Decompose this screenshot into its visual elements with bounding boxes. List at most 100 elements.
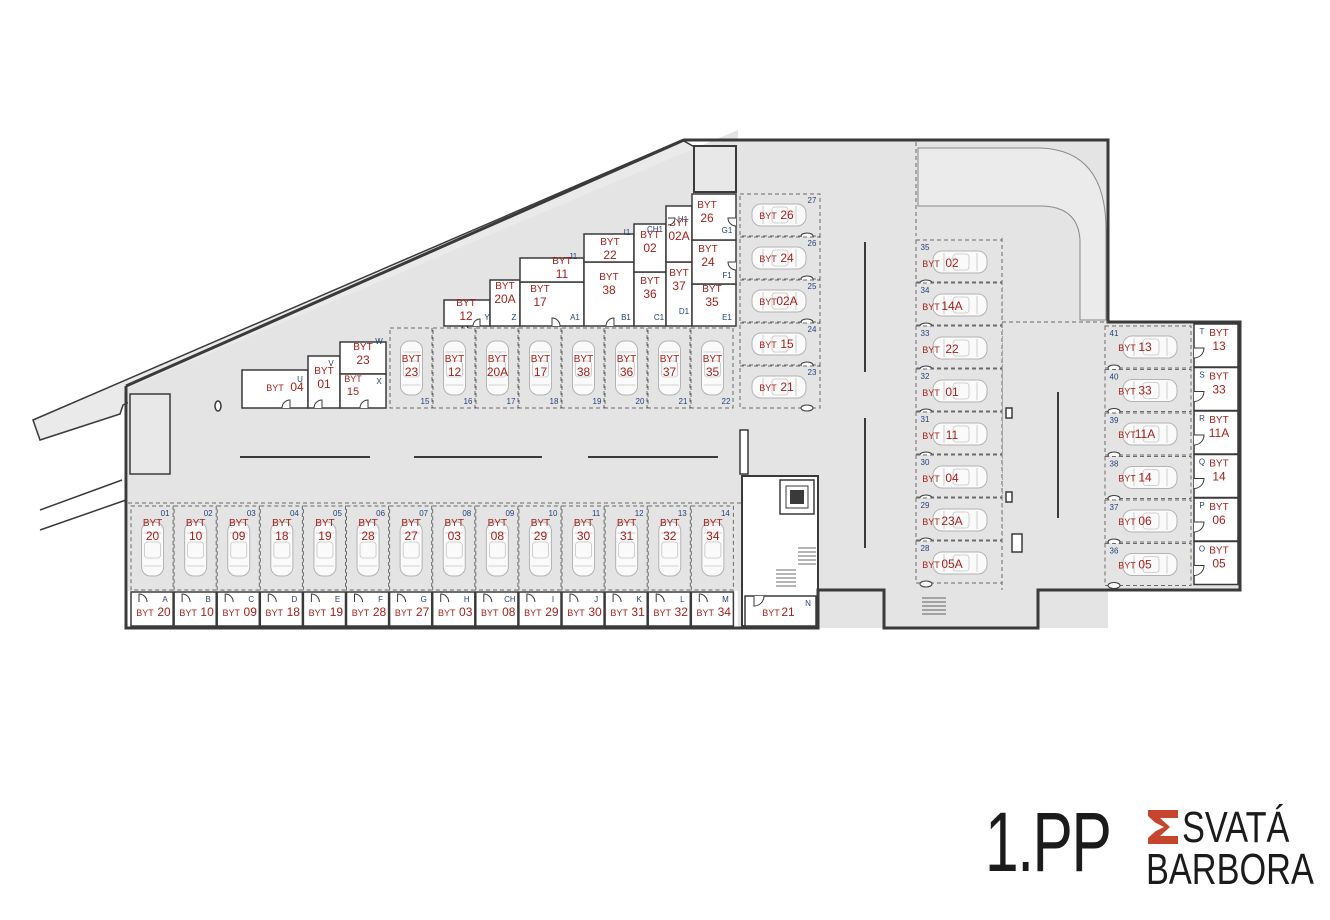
- cellar-letter: O: [1199, 545, 1205, 554]
- cellar-letter: V: [328, 359, 334, 368]
- parking-space-label: 11A: [1135, 427, 1155, 441]
- cellar-room: [691, 193, 737, 241]
- column: [919, 580, 933, 588]
- space-number: 18: [550, 397, 559, 406]
- parking-space-label: 32: [663, 529, 677, 543]
- cellar-room: [633, 223, 667, 273]
- door-swing: [1193, 434, 1205, 446]
- cellar-letter: F: [378, 595, 383, 604]
- parking-space-label-prefix: BYT: [574, 354, 593, 365]
- cellar-prefix: BYT: [524, 608, 542, 618]
- cellar-label: 10: [200, 605, 214, 619]
- door-swing: [267, 593, 277, 603]
- cellar-label: 15: [347, 386, 359, 398]
- cellar-label: 18: [287, 605, 301, 619]
- cellar-label: 01: [317, 377, 331, 391]
- space-number: 34: [921, 286, 930, 295]
- cellar-label: 21: [781, 605, 795, 619]
- cellar-letter: Q: [1199, 458, 1205, 467]
- cellar-letter: L: [680, 595, 685, 604]
- parking-space-prefix: BYT: [1118, 561, 1136, 571]
- cellar-label: 11A: [1209, 426, 1229, 440]
- cellar-letter: B: [206, 595, 211, 604]
- cellar-label: 09: [244, 605, 258, 619]
- parking-space-label: 33: [1138, 384, 1152, 398]
- parking-space-prefix: BYT: [1118, 474, 1136, 484]
- door-swing: [612, 593, 622, 603]
- parking-space-label: 34: [706, 529, 720, 543]
- parking-space-label: 17: [534, 365, 548, 379]
- space-number: 38: [1110, 460, 1119, 469]
- door-swing: [1193, 391, 1205, 402]
- cellar-room: [690, 591, 735, 627]
- parking-space-label-prefix: BYT: [272, 518, 291, 529]
- cellar-room: [1193, 323, 1239, 368]
- cellar-room: [345, 591, 390, 627]
- cellar-room: [604, 591, 648, 627]
- parking-space-prefix: BYT: [922, 474, 940, 484]
- parking-space-label-prefix: BYT: [488, 518, 507, 529]
- parking-space-label-prefix: BYT: [315, 518, 334, 529]
- cellar-prefix: BYT: [610, 608, 628, 618]
- parking-space-label: 18: [275, 529, 289, 543]
- cellar-label-prefix: BYT: [552, 256, 571, 267]
- door-swing: [655, 593, 665, 603]
- cellar-letter: P: [1199, 501, 1204, 510]
- space-number: 02: [204, 509, 213, 518]
- parking-space-label-prefix: BYT: [660, 518, 679, 529]
- space-number: 27: [808, 196, 817, 205]
- cellar-room: [561, 591, 605, 627]
- parking-space-label: 05A: [941, 557, 962, 571]
- parking-space-label-prefix: BYT: [358, 518, 377, 529]
- cellar-label: 33: [1212, 383, 1226, 397]
- cellar-room: [307, 355, 341, 409]
- door-swing: [727, 261, 737, 271]
- door-swing: [698, 593, 708, 603]
- car-icon: [932, 250, 988, 274]
- parking-space-label: 02: [945, 256, 959, 270]
- space-number: 17: [507, 397, 516, 406]
- spiral-ramp: [917, 147, 1107, 321]
- cellar-label: 31: [631, 605, 645, 619]
- cellar-label: 03: [459, 605, 473, 619]
- parking-space-label: 13: [1138, 340, 1152, 354]
- space-number: 04: [290, 509, 299, 518]
- parking-space-label: 24: [780, 251, 794, 265]
- parking-space-label: 36: [620, 365, 634, 379]
- door-swing: [569, 593, 579, 603]
- space-number: 22: [722, 397, 731, 406]
- door-swing: [359, 399, 369, 409]
- cellar-label-prefix: BYT: [530, 284, 549, 295]
- cellar-label: 22: [603, 248, 617, 262]
- cellar-room: [489, 279, 521, 327]
- door-swing: [138, 593, 148, 603]
- cellar-prefix: BYT: [309, 608, 327, 618]
- cellar-label: 14: [1212, 470, 1226, 484]
- space-number: 23: [808, 368, 817, 377]
- door-swing: [281, 399, 291, 409]
- space-number: 11: [592, 509, 601, 518]
- space-number: 08: [462, 509, 471, 518]
- space-number: 29: [921, 501, 930, 510]
- parking-space-prefix: BYT: [759, 211, 777, 221]
- cellar-letter: C1: [654, 313, 665, 322]
- cellar-label: 13: [1212, 339, 1226, 353]
- cellar-label-prefix: BYT: [599, 272, 618, 283]
- parking-space-label: 38: [577, 365, 591, 379]
- cellar-letter: M: [722, 595, 729, 604]
- cellar-letter: C: [248, 595, 254, 604]
- cellar-letter: H: [464, 595, 470, 604]
- cellar-prefix: BYT: [136, 608, 154, 618]
- space-number: 30: [921, 458, 930, 467]
- cellar-letter: I1: [624, 228, 631, 237]
- cellar-letter: K: [637, 595, 643, 604]
- cellar-label-prefix: BYT: [1209, 546, 1228, 557]
- parking-space-label: 30: [577, 529, 591, 543]
- door-swing: [224, 593, 234, 603]
- space-number: 06: [376, 509, 385, 518]
- parking-space-label: 22: [945, 342, 959, 356]
- car-icon: [932, 379, 988, 403]
- cellar-label: 05: [1212, 557, 1226, 571]
- parking-space-prefix: BYT: [1118, 387, 1136, 397]
